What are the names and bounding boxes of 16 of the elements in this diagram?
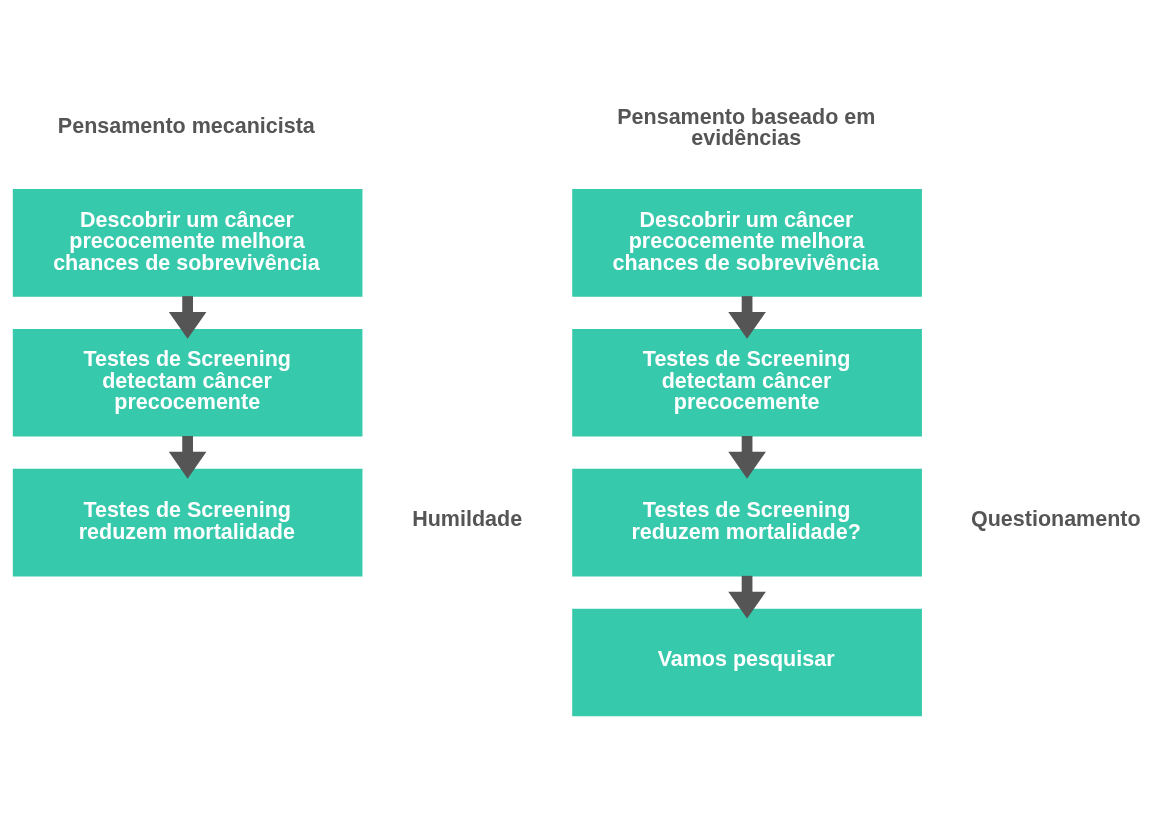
label: Questionamento (970, 507, 1141, 532)
label: Pensamento baseado em evidências (617, 104, 876, 151)
arrow (728, 436, 766, 479)
node-box: Testes de Screening detectam câncer precocemente (572, 329, 922, 437)
label: Humildade (412, 507, 523, 532)
arrow (728, 575, 766, 619)
node-box: Testes de Screening detectam câncer precocemente (12, 329, 363, 437)
node-box: Testes de Screening reduzem mortalidade? (572, 468, 922, 577)
node-box: Testes de Screening reduzem mortalidade (12, 468, 363, 577)
arrow (168, 296, 207, 339)
node-box: Vamos pesquisar (572, 608, 922, 717)
node-box: Descobrir um câncer precocemente melhora chances de sobrevivência (12, 189, 363, 297)
label: Pensamento mecanicista (57, 114, 315, 139)
arrow (728, 296, 766, 339)
arrow (168, 436, 207, 479)
node-box: Descobrir um câncer precocemente melhora chances de sobrevivência (572, 189, 922, 297)
